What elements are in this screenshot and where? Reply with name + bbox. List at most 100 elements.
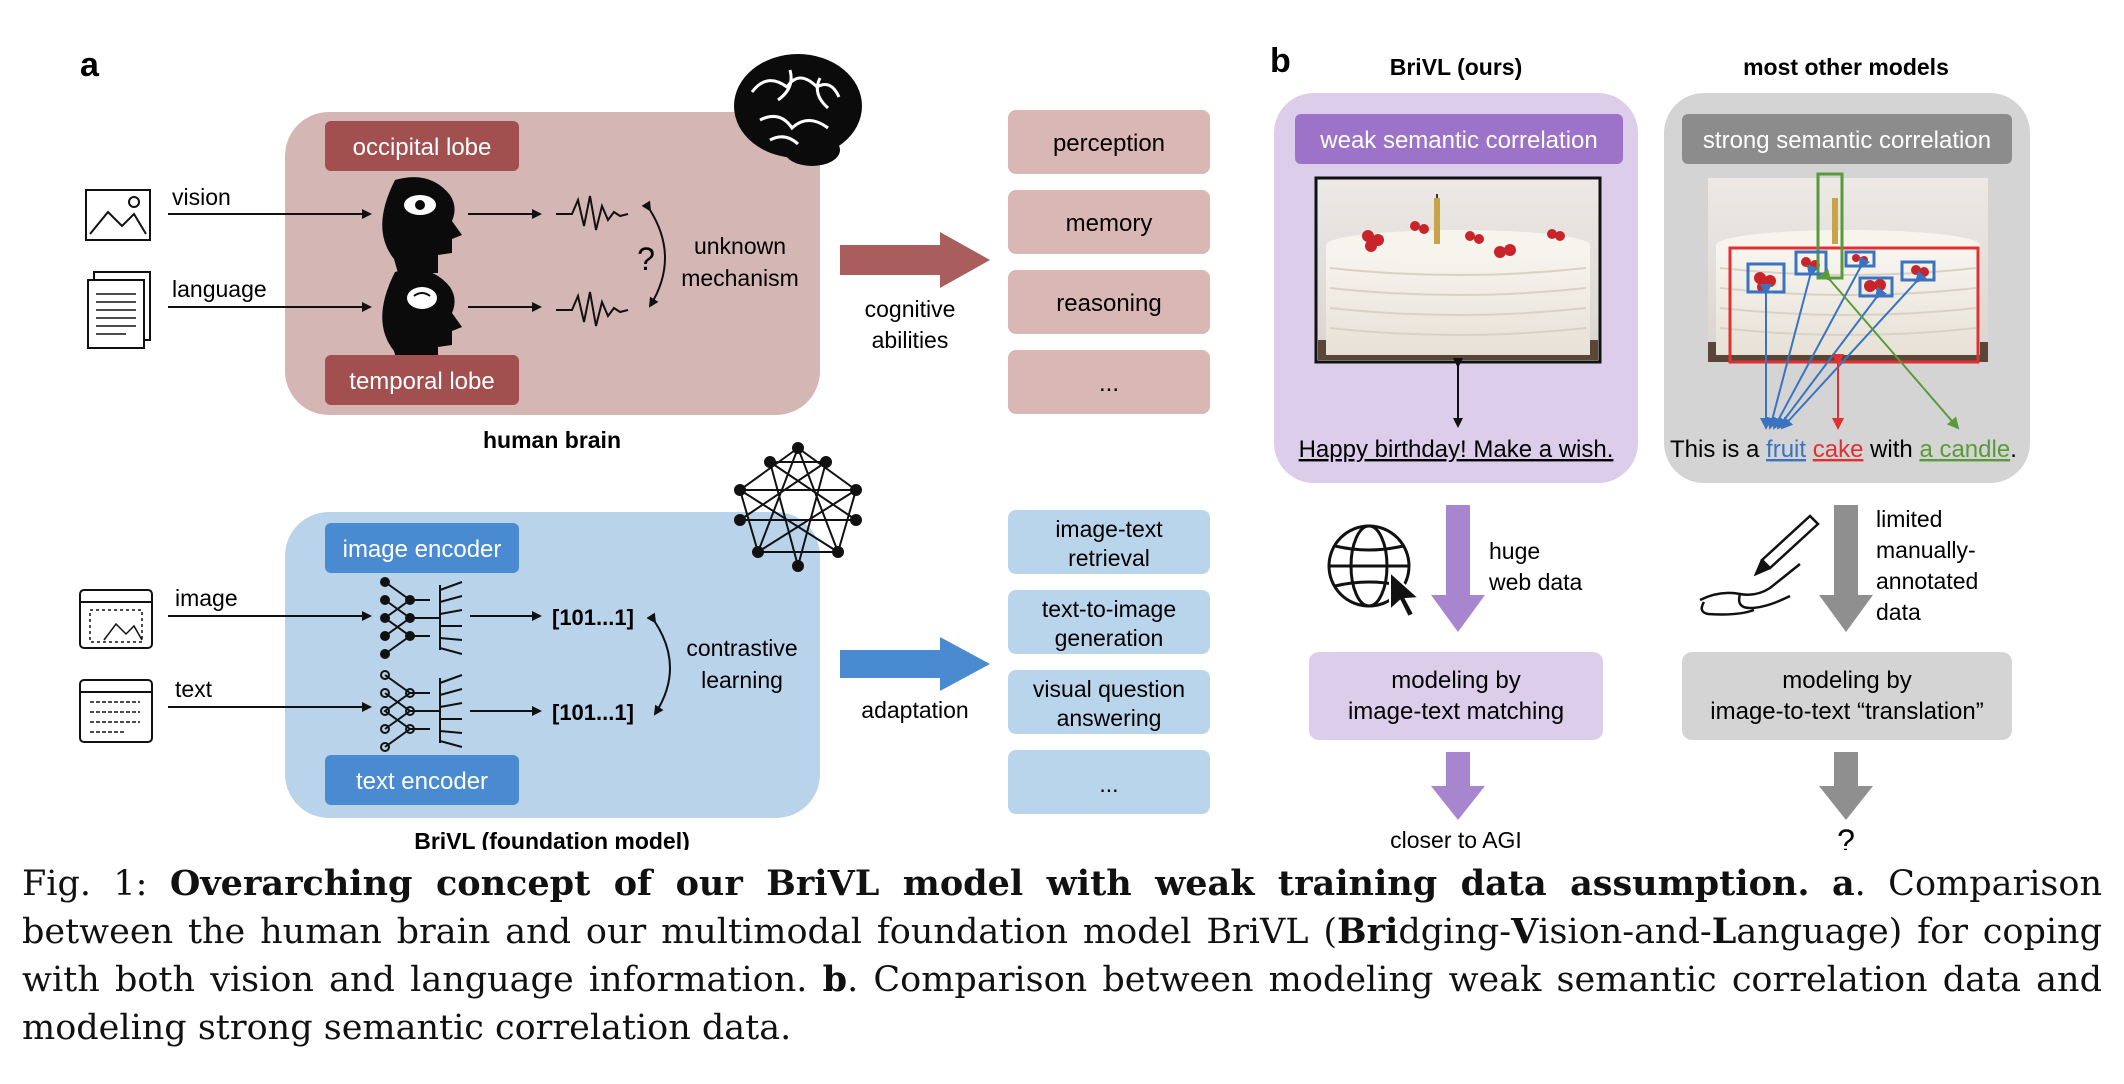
caption-candle: a candle (1919, 436, 2010, 463)
panel-a-label: a (80, 46, 100, 84)
caption-a-label: a (1831, 863, 1855, 904)
occipital-lobe-badge (325, 121, 519, 171)
caption-anguage: anguage) for coping with both vision and… (22, 912, 2102, 1000)
head-speech-icon (382, 269, 462, 365)
brivl-title: BriVL (ours) (1390, 54, 1522, 80)
temporal-lobe-badge (325, 355, 519, 405)
annotated-data-arrow (1819, 505, 1873, 632)
neural-signal-top (556, 195, 629, 231)
task-label-line-2: answering (1057, 705, 1162, 731)
caption-l: L (1711, 911, 1737, 952)
matching-box (1309, 652, 1603, 740)
web-data-line-1: huge (1489, 538, 1540, 564)
task-box (1008, 670, 1210, 734)
annotated-caption: This is a fruit cake with a candle. (1670, 436, 2017, 463)
translation-box (1682, 652, 2012, 740)
task-label-line-2: generation (1055, 625, 1164, 651)
adaptation-arrow (840, 637, 990, 691)
ability-box (1008, 350, 1210, 414)
network-icon (734, 442, 862, 572)
input-image-label: image (175, 585, 238, 611)
image-code: [101...1] (552, 605, 634, 630)
unknown-mechanism-bracket (641, 200, 666, 308)
contrastive-bracket (646, 612, 671, 716)
mechanism-line-1: unknown (694, 233, 786, 259)
adaptation-label: adaptation (861, 697, 968, 723)
caption-fruit: fruit (1766, 436, 1806, 463)
mechanism-question: ? (637, 241, 655, 277)
text-encoder-label: text encoder (356, 768, 488, 795)
occipital-lobe-label: occipital lobe (353, 134, 492, 161)
foundation-model-section: image text image encoder [101...1] [101.… (79, 442, 1210, 850)
human-brain-title: human brain (483, 427, 621, 453)
caption-a-text: . Comparison between the human brain and… (22, 864, 2102, 952)
learning-line-2: learning (701, 667, 783, 693)
ability-box (1008, 190, 1210, 254)
caption-mid: with (1863, 436, 1919, 463)
weak-correlation-label: weak semantic correlation (1319, 127, 1597, 154)
cognitive-label-line-1: cognitive (865, 296, 956, 322)
cognitive-abilities-arrow (840, 232, 990, 288)
panel-b-label: b (1270, 42, 1291, 80)
strong-correlation-badge (1682, 114, 2012, 164)
foundation-model-title: BriVL (foundation model) (414, 828, 690, 850)
ability-label: reasoning (1056, 290, 1161, 317)
input-text-label: text (175, 676, 213, 702)
caption-ision: ision-and- (1538, 912, 1712, 952)
figure: a vision language (79, 42, 2030, 850)
caption-cake: cake (1813, 436, 1864, 463)
task-label-line-1: text-to-image (1042, 596, 1176, 622)
hand-writing-icon (1699, 514, 1820, 616)
image-encoder-badge (325, 523, 519, 573)
text-window-icon (79, 679, 153, 743)
web-data-arrow (1431, 505, 1485, 632)
task-box (1008, 750, 1210, 814)
caption-b-text: . Comparison between modeling weak seman… (22, 960, 2102, 1048)
question-result: ? (1837, 823, 1855, 850)
brain-icon (734, 54, 862, 166)
question-arrow (1819, 752, 1873, 820)
foundation-model-panel (285, 512, 820, 818)
strong-correlation-label: strong semantic correlation (1703, 127, 1991, 154)
weak-correlation-badge (1295, 114, 1623, 164)
task-box (1008, 590, 1210, 654)
input-language-label: language (172, 276, 267, 302)
image-encoder-network-icon (380, 577, 463, 659)
agi-arrow (1431, 752, 1485, 820)
ability-box (1008, 110, 1210, 174)
head-eye-icon (382, 177, 462, 273)
text-encoder-network-icon (380, 670, 463, 752)
text-code: [101...1] (552, 700, 634, 725)
annotated-data-line-2: manually- (1876, 537, 1976, 563)
task-box (1008, 510, 1210, 574)
ability-label: ... (1099, 370, 1119, 397)
caption-bold-title: Overarching concept of our BriVL model w… (169, 863, 1810, 904)
human-brain-section: vision language occipital lobe (85, 54, 1210, 453)
matching-line-1: modeling by (1391, 667, 1520, 694)
translation-line-1: modeling by (1782, 667, 1911, 694)
cognitive-label-line-2: abilities (872, 327, 949, 353)
language-document-icon (87, 271, 151, 349)
matching-line-2: image-text matching (1348, 698, 1564, 725)
input-vision-label: vision (172, 184, 231, 210)
task-label-line-1: visual question (1033, 676, 1185, 702)
ability-label: perception (1053, 130, 1165, 157)
image-encoder-label: image encoder (343, 536, 502, 563)
web-caption: Happy birthday! Make a wish. (1299, 436, 1614, 463)
ability-label: memory (1066, 210, 1153, 237)
other-models-title: most other models (1743, 54, 1949, 80)
caption-prefix: This is a (1670, 436, 1766, 463)
figure-caption: Fig. 1: Overarching concept of our BriVL… (22, 860, 2102, 1052)
caption-b-label: b (822, 959, 848, 1000)
caption-bri: Bri (1337, 911, 1399, 952)
neural-signal-bottom (556, 291, 629, 327)
temporal-lobe-label: temporal lobe (349, 368, 494, 395)
text-encoder-badge (325, 755, 519, 805)
caption-end: . (2010, 436, 2017, 463)
candle-correspondence-arrow (1818, 268, 1960, 430)
brivl-column: BriVL (ours) weak semantic correlation H… (1274, 54, 1638, 850)
ability-box (1008, 270, 1210, 334)
caption-dging: dging- (1398, 912, 1512, 952)
agi-result: closer to AGI (1390, 827, 1522, 850)
globe-cursor-icon (1327, 524, 1422, 619)
